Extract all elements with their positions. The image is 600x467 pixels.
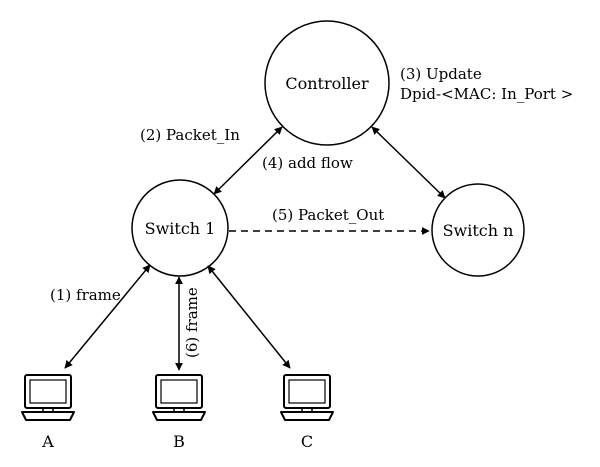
update-label-line2: Dpid-<MAC: In_Port > (400, 85, 573, 103)
edge-switch1-host-c (207, 265, 291, 369)
add-flow-label: (4) add flow (262, 154, 353, 172)
switchn-label: Switch n (443, 221, 514, 240)
switch1-label: Switch 1 (145, 219, 216, 238)
computer-icon (280, 374, 334, 421)
host-c-label: C (301, 432, 313, 451)
update-label-line1: (3) Update (400, 65, 482, 83)
edge-controller-switchn (371, 126, 446, 199)
host-a: A (21, 374, 75, 451)
edge-switch1-controller (213, 126, 283, 195)
packet-out-label: (5) Packet_Out (272, 206, 384, 224)
computer-icon (152, 374, 206, 421)
packet-in-label: (2) Packet_In (140, 126, 240, 144)
computer-icon (21, 374, 75, 421)
host-c: C (280, 374, 334, 451)
frame-label: (1) frame (50, 286, 121, 304)
edge-switch1-host-a (64, 264, 151, 369)
controller-label: Controller (285, 74, 369, 93)
frame6-label: (6) frame (183, 287, 201, 358)
switch1-node: Switch 1 (131, 179, 229, 277)
controller-node: Controller (264, 20, 390, 146)
switchn-node: Switch n (431, 183, 525, 277)
host-b-label: B (173, 432, 185, 451)
host-a-label: A (41, 432, 54, 451)
host-b: B (152, 374, 206, 451)
